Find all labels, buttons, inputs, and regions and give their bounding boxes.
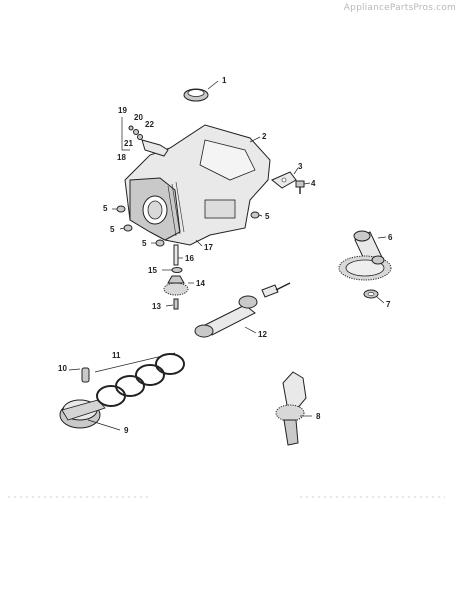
part-connecting-rod[interactable]	[194, 282, 291, 338]
leader-line	[249, 136, 261, 143]
part-breather-assembly[interactable]	[128, 125, 169, 157]
callout-4[interactable]: 4	[311, 179, 316, 188]
leader-line	[195, 239, 203, 247]
callout-5a[interactable]: 5	[103, 204, 108, 213]
leader-line	[68, 368, 81, 371]
part-screw[interactable]	[173, 298, 179, 310]
callout-10[interactable]: 10	[58, 364, 67, 373]
leader-line	[207, 80, 219, 90]
callout-5b[interactable]: 5	[110, 225, 115, 234]
callout-16[interactable]: 16	[185, 254, 194, 263]
callout-21[interactable]: 21	[124, 139, 133, 148]
callout-18[interactable]: 18	[117, 153, 126, 162]
callout-12[interactable]: 12	[258, 330, 267, 339]
part-dowel-pin[interactable]	[155, 239, 165, 247]
callout-5c[interactable]: 5	[142, 239, 147, 248]
leader-line	[119, 227, 125, 230]
part-piston-ring-set[interactable]	[96, 353, 185, 407]
part-piston[interactable]	[59, 399, 106, 429]
part-governor-shaft[interactable]	[173, 244, 179, 266]
callout-20[interactable]: 20	[134, 113, 143, 122]
callout-6[interactable]: 6	[388, 233, 393, 242]
part-dowel-pin[interactable]	[250, 211, 260, 219]
leader-line	[377, 236, 387, 239]
part-washer[interactable]	[363, 289, 379, 299]
callout-7[interactable]: 7	[386, 300, 391, 309]
callout-13[interactable]: 13	[152, 302, 161, 311]
part-oil-seal[interactable]	[183, 88, 209, 102]
callout-5d[interactable]: 5	[265, 212, 270, 221]
callout-19[interactable]: 19	[118, 106, 127, 115]
leader-line	[94, 352, 176, 373]
part-dowel-pin[interactable]	[123, 224, 133, 232]
part-bolt[interactable]	[295, 180, 305, 194]
leader-line	[87, 419, 121, 431]
callout-17[interactable]: 17	[204, 243, 213, 252]
leader-line	[376, 296, 385, 304]
leader-line	[258, 214, 263, 217]
part-dowel-pin[interactable]	[116, 205, 126, 213]
part-governor-gear[interactable]	[163, 275, 189, 296]
callout-15[interactable]: 15	[148, 266, 157, 275]
callout-11[interactable]: 11	[112, 351, 121, 360]
callout-3[interactable]: 3	[298, 162, 303, 171]
part-piston-pin[interactable]	[81, 367, 90, 383]
leader-line	[293, 167, 299, 175]
part-crankshaft[interactable]	[275, 371, 307, 446]
callout-2[interactable]: 2	[262, 132, 267, 141]
callout-22[interactable]: 22	[145, 120, 154, 129]
watermark-text: AppliancePartsPros.com	[343, 3, 456, 13]
callout-14[interactable]: 14	[196, 279, 205, 288]
part-camshaft[interactable]	[338, 230, 392, 281]
leader-line	[165, 304, 174, 307]
callout-1[interactable]: 1	[222, 76, 227, 85]
part-small-washer[interactable]	[171, 267, 183, 273]
leader-line	[303, 182, 311, 185]
leader-line	[121, 117, 130, 151]
callout-8[interactable]: 8	[316, 412, 321, 421]
part-bracket[interactable]	[271, 171, 297, 189]
callout-9[interactable]: 9	[124, 426, 129, 435]
leader-line	[244, 326, 257, 334]
